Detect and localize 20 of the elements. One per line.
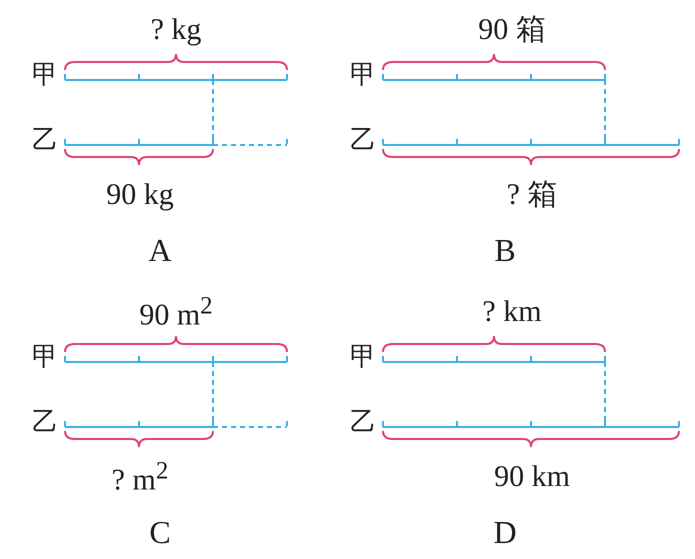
row-label: 甲 [32,62,58,88]
panel-letter: B [494,234,516,266]
quantity-label: ? m$^{2}$ [112,458,168,496]
panel-letter: A [148,234,172,266]
quantity-label: ? km [482,297,542,327]
quantity-label: ? 箱 [506,180,558,210]
quantity-label: ? kg [150,15,202,45]
row-label: 乙 [32,127,58,153]
row-label: 乙 [350,409,376,435]
quantity-label: 90 m$^{2}$ [139,294,213,330]
quantity-label: 90 kg [106,180,174,210]
row-label: 甲 [32,344,58,370]
quantity-label: 90 箱 [478,15,546,45]
quantity-label: 90 km [494,462,570,492]
panel-letter: D [493,516,517,548]
panel-letter: C [149,516,171,548]
row-label: 甲 [350,344,376,370]
row-label: 甲 [350,62,376,88]
row-label: 乙 [350,127,376,153]
row-label: 乙 [32,409,58,435]
